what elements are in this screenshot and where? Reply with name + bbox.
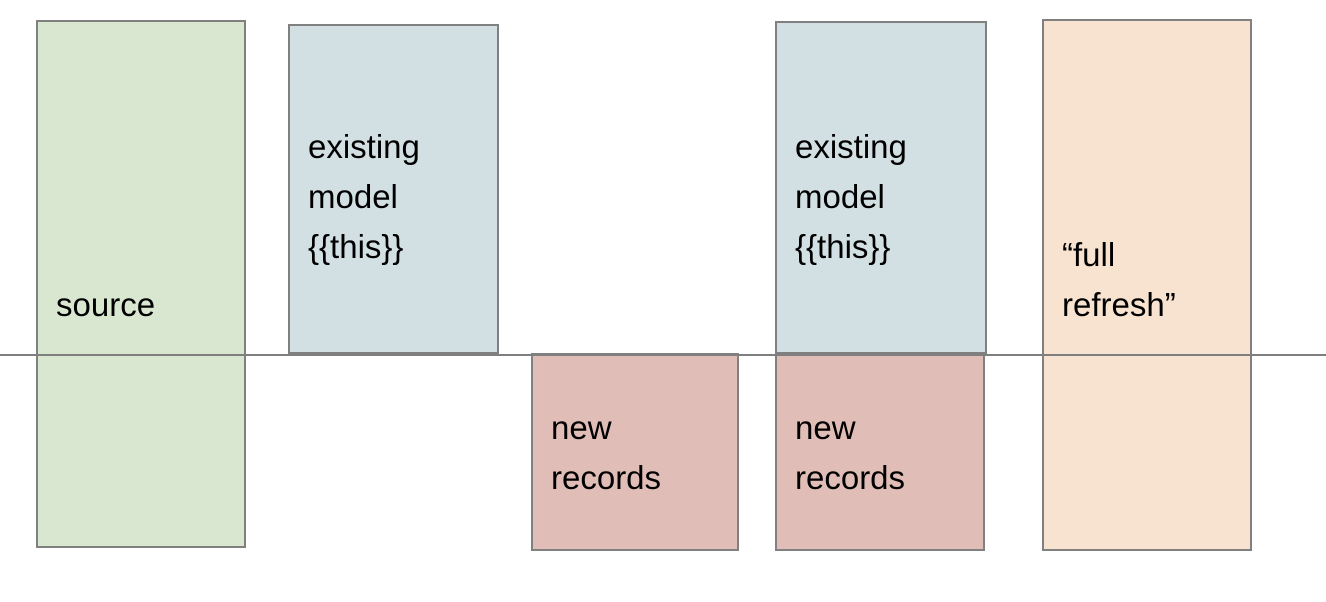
box-existing-model-right: existing model {{this}} [775, 21, 987, 354]
box-label-new-records-right: new records [795, 409, 906, 496]
box-label-new-records-left: new records [551, 409, 662, 496]
box-label-existing-model-right: existing model {{this}} [795, 128, 907, 265]
box-label-source: source [56, 286, 156, 323]
horizontal-divider-line [0, 354, 1326, 356]
box-label-existing-model-left: existing model {{this}} [308, 128, 420, 265]
box-full-refresh: “full refresh” [1042, 19, 1252, 551]
box-existing-model-left: existing model {{this}} [288, 24, 499, 354]
box-new-records-left: new records [531, 353, 739, 551]
box-label-full-refresh: “full refresh” [1062, 236, 1176, 323]
box-source: source [36, 20, 246, 548]
box-new-records-right: new records [775, 353, 985, 551]
